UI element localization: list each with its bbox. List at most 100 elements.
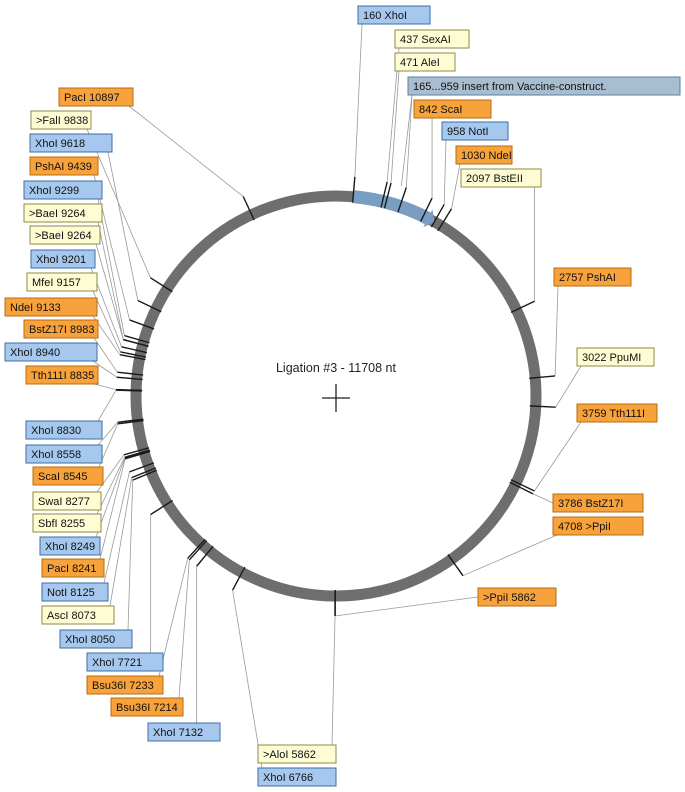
site-label-8835-30-box (25, 365, 99, 385)
site-label-7233-18-box (86, 675, 164, 695)
site-tick-7214-17 (188, 540, 208, 561)
site-label-8558-28-box (25, 444, 103, 464)
site-label-5862-13-box (477, 587, 557, 607)
site-tick-4708-12 (447, 554, 464, 577)
site-label-9133-33[interactable]: NdeI 9133 (4, 297, 98, 317)
site-label-8830-29[interactable]: XhoI 8830 (25, 420, 103, 440)
site-label-9264-37[interactable]: >BaeI 9264 (23, 203, 103, 223)
site-label-9264-36[interactable]: >BaeI 9264 (29, 225, 101, 245)
site-label-9201-35-box (30, 249, 96, 269)
site-label-1030-6[interactable]: 1030 NdeI (455, 145, 513, 165)
site-label-842-4[interactable]: 842 ScaI (413, 99, 492, 119)
site-label-8545-27[interactable]: ScaI 8545 (32, 466, 104, 486)
site-label-9838-41-box (30, 110, 92, 130)
site-label-5862-13-leader (335, 596, 479, 617)
site-tick-8125-22 (129, 462, 155, 473)
site-label-9264-36-leader (95, 243, 124, 340)
site-label-9618-40[interactable]: XhoI 9618 (29, 133, 113, 153)
site-label-5862-14-box (257, 744, 337, 764)
site-label-842-4-text: 842 ScaI (419, 104, 462, 116)
site-label-9838-41-text: >FalI 9838 (36, 115, 88, 127)
site-label-8125-22-text: NotI 8125 (47, 587, 95, 599)
site-label-7233-18[interactable]: Bsu36I 7233 (86, 675, 164, 695)
site-label-7214-17[interactable]: Bsu36I 7214 (110, 697, 184, 717)
site-label-2757-8[interactable]: 2757 PshAI (553, 267, 632, 287)
site-label-3786-11[interactable]: 3786 BstZ17I (552, 493, 644, 513)
site-tick-3022-9 (529, 405, 556, 408)
site-label-9299-38[interactable]: XhoI 9299 (23, 180, 103, 200)
site-label-9157-34[interactable]: MfeI 9157 (26, 272, 98, 292)
site-label-8125-22[interactable]: NotI 8125 (41, 582, 109, 602)
site-label-10897-42[interactable]: PacI 10897 (58, 87, 134, 107)
site-label-9264-37-box (23, 203, 103, 223)
site-label-3022-9[interactable]: 3022 PpuMI (576, 347, 655, 367)
site-tick-8277-26 (123, 447, 150, 456)
site-label-3022-9-box (576, 347, 655, 367)
site-label-8835-30[interactable]: Tth111I 8835 (25, 365, 99, 385)
site-label-3786-11-text: 3786 BstZ17I (558, 498, 623, 510)
site-label-1030-6-leader (451, 163, 461, 209)
insert-feature-arc[interactable] (353, 190, 434, 226)
site-label-3759-10[interactable]: 3759 Tth111I (576, 403, 658, 423)
site-label-437-1[interactable]: 437 SexAI (394, 29, 470, 49)
site-label-8241-23[interactable]: PacI 8241 (41, 558, 105, 578)
site-label-8255-25[interactable]: SbfI 8255 (32, 513, 102, 533)
site-label-471-2-box (394, 52, 456, 72)
plasmid-backbone-circle (130, 190, 542, 602)
site-tick-3759-10 (510, 479, 535, 492)
site-label-8558-28[interactable]: XhoI 8558 (25, 444, 103, 464)
site-label-437-1-box (394, 29, 470, 49)
site-tick-471-2 (383, 182, 392, 209)
site-tick-9201-35 (121, 346, 148, 354)
site-label-9439-39-text: PshAI 9439 (35, 161, 92, 173)
site-tick-7721-19 (150, 499, 173, 516)
site-tick-160-0 (351, 176, 356, 203)
site-label-9201-35-text: XhoI 9201 (36, 254, 86, 266)
site-tick-9157-34 (120, 351, 147, 358)
site-label-8050-20[interactable]: XhoI 8050 (59, 629, 133, 649)
site-label-9201-35[interactable]: XhoI 9201 (30, 249, 96, 269)
site-label-2757-8-text: 2757 PshAI (559, 272, 616, 284)
site-label-7721-19[interactable]: XhoI 7721 (86, 652, 164, 672)
site-label-471-2-text: 471 AleI (400, 57, 440, 69)
site-label-8277-26[interactable]: SwaI 8277 (32, 491, 102, 511)
site-label-958-5-leader (443, 139, 447, 205)
site-label-7132-16-text: XhoI 7132 (153, 727, 203, 739)
site-tick-8835-30 (116, 388, 143, 392)
site-label-8940-31[interactable]: XhoI 8940 (4, 342, 98, 362)
site-label-9838-41[interactable]: >FalI 9838 (30, 110, 92, 130)
site-label-2757-8-box (553, 267, 632, 287)
site-label-7233-18-text: Bsu36I 7233 (92, 680, 154, 692)
site-label-471-2[interactable]: 471 AleI (394, 52, 456, 72)
site-label-8073-21[interactable]: AscI 8073 (41, 605, 115, 625)
site-label-9264-37-leader (97, 221, 124, 340)
site-label-1030-6-box (455, 145, 513, 165)
site-tick-1030-6 (437, 208, 453, 232)
site-label-6766-15-text: XhoI 6766 (263, 772, 313, 784)
site-tick-958-5 (430, 204, 445, 228)
site-label-6766-15[interactable]: XhoI 6766 (257, 767, 337, 787)
site-label-8249-24-box (39, 536, 101, 556)
site-label-160-0[interactable]: 160 XhoI (357, 5, 431, 25)
site-label-9299-38-text: XhoI 9299 (29, 185, 79, 197)
site-label-8830-29-leader (97, 390, 117, 422)
site-label-4708-12[interactable]: 4708 >PpiI (552, 516, 644, 536)
site-label-9439-39-box (29, 156, 99, 176)
site-label-958-5[interactable]: 958 NotI (441, 121, 509, 141)
site-label-5862-13[interactable]: >PpiI 5862 (477, 587, 557, 607)
site-label-8983-32[interactable]: BstZ17I 8983 (23, 319, 99, 339)
insert-feature-label[interactable]: 165...959 insert from Vaccine-construct. (407, 76, 681, 96)
site-tick-7132-16 (196, 545, 214, 567)
site-label-4708-12-text: 4708 >PpiI (558, 521, 611, 533)
site-label-9439-39[interactable]: PshAI 9439 (29, 156, 99, 176)
site-label-5862-14[interactable]: >AloI 5862 (257, 744, 337, 764)
site-label-8050-20-leader (127, 480, 134, 631)
site-label-2097-7[interactable]: 2097 BstEII (460, 168, 542, 188)
site-label-160-0-text: 160 XhoI (363, 10, 407, 22)
site-label-437-1-text: 437 SexAI (400, 34, 451, 46)
site-label-7132-16[interactable]: XhoI 7132 (147, 722, 221, 742)
site-label-8249-24[interactable]: XhoI 8249 (39, 536, 101, 556)
site-label-842-4-box (413, 99, 492, 119)
insert-feature-label-text: 165...959 insert from Vaccine-construct. (413, 81, 607, 93)
